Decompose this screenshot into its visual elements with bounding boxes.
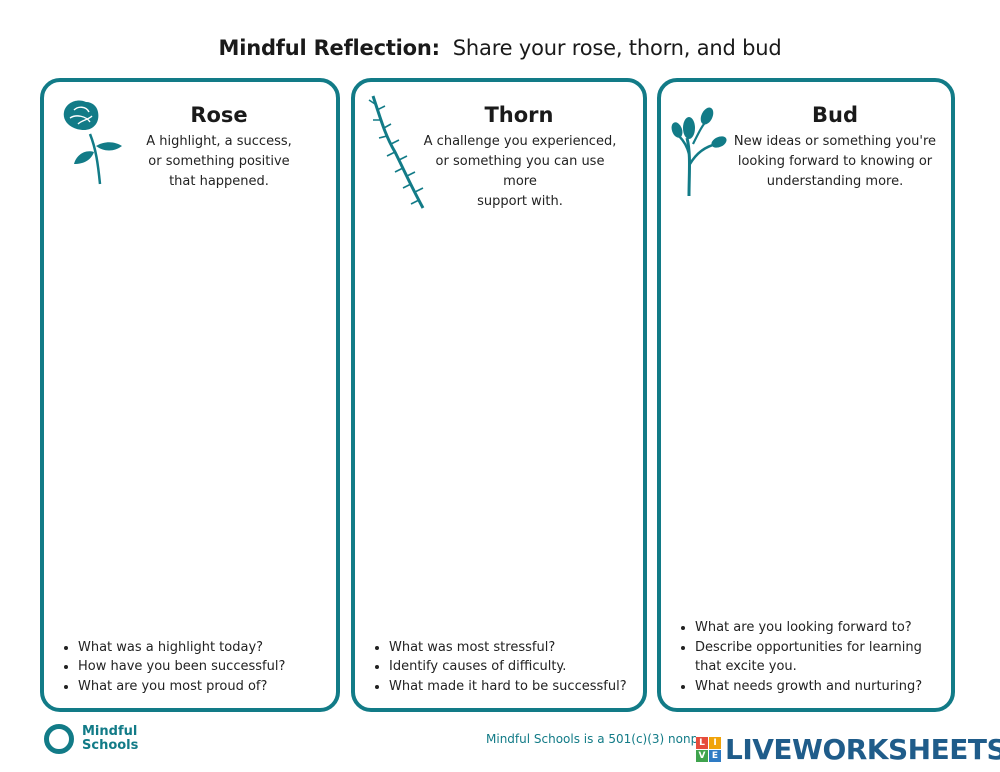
bud-prompts: What are you looking forward to? Describ… [677,618,943,696]
list-item: What was a highlight today? [78,638,328,658]
rose-prompts: What was a highlight today? How have you… [60,638,328,697]
bud-title: Bud [812,103,858,127]
mindful-schools-logo: Mindful Schools [44,724,138,754]
watermark-letter-e: E [709,750,721,762]
rose-card: Rose A highlight, a success, or somethin… [40,78,340,712]
list-item: What are you most proud of? [78,677,328,697]
list-item: What needs growth and nurturing? [695,677,943,697]
liveworksheets-logo-icon: L I V E [696,737,721,762]
watermark-letter-i: I [709,737,721,749]
watermark-letter-v: V [696,750,708,762]
title-subtitle: Share your rose, thorn, and bud [452,36,782,60]
thorn-description: A challenge you experienced, or somethin… [423,134,617,209]
list-item: How have you been successful? [78,657,328,677]
bud-sprout-icon [671,107,727,197]
watermark-text: LIVEWORKSHEETS [725,733,1000,766]
list-item: Identify causes of difficulty. [389,657,635,677]
rose-icon [63,100,122,185]
page-title: Mindful Reflection: Share your rose, tho… [0,36,1000,60]
list-item: Describe opportunities for learning that… [695,638,943,677]
bud-card: Bud New ideas or something you're lookin… [657,78,955,712]
brand-name: Mindful Schools [82,724,139,753]
liveworksheets-watermark: L I V E LIVEWORKSHEETS [696,733,1000,766]
watermark-letter-l: L [696,737,708,749]
list-item: What are you looking forward to? [695,618,943,638]
list-item: What was most stressful? [389,638,635,658]
title-bold: Mindful Reflection: [218,36,441,60]
thorn-prompts: What was most stressful? Identify causes… [371,638,635,697]
thorn-title: Thorn [484,103,554,127]
circle-logo-icon [44,724,74,754]
rose-description: A highlight, a success, or something pos… [146,134,292,189]
thorn-branch-icon [368,95,425,209]
thorn-card: Thorn A challenge you experienced, or so… [351,78,647,712]
rose-title: Rose [190,103,248,127]
list-item: What made it hard to be successful? [389,677,635,697]
bud-description: New ideas or something you're looking fo… [733,134,937,189]
